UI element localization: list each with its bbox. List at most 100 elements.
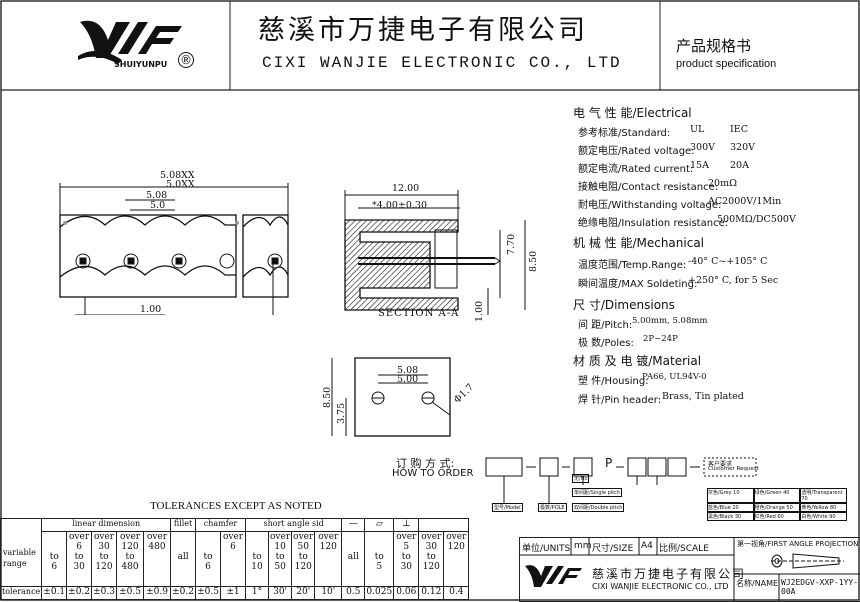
- spec-contact-label: 接触电阻/Contact resistance:: [578, 182, 719, 193]
- spec-insulation-label: 绝缘电阻/Insulation resistance:: [578, 218, 729, 229]
- tb-name-label: 名称/NAME: [736, 579, 779, 588]
- spec-solder-label: 瞬间温度/MAX Soldeting:: [578, 279, 698, 290]
- spec-mechanical-heading: 机 械 性 能/Mechanical: [573, 236, 705, 250]
- tol-val-1: ±0.2: [66, 586, 93, 600]
- pcb-dim-850: 8.50: [322, 386, 333, 408]
- tol-group-chamfer: chamfer: [195, 518, 247, 532]
- dim-height-100: 1.00: [474, 300, 485, 322]
- tol-val-15: 0.12: [418, 586, 445, 600]
- tol-val-2: ±0.3: [91, 586, 118, 600]
- tol-sym-straight: —: [341, 518, 366, 532]
- spec-insulation-value: 500MΩ/DC500V: [717, 214, 796, 225]
- title-block-lines: [519, 537, 860, 601]
- tol-col-12: all: [341, 531, 366, 587]
- tol-row-label-range: range: [3, 559, 27, 568]
- pcb-dim-500: 5.00: [397, 374, 419, 385]
- tol-val-14: 0.06: [393, 586, 420, 600]
- dim-pin-length: *4.00±0.30: [372, 200, 428, 211]
- dim-total-xx: 5.08XX: [160, 170, 195, 181]
- spec-current-iec: 20A: [730, 160, 749, 171]
- section-aa-drawing: [344, 190, 526, 315]
- spec-pin-label: 焊 针/Pin header:: [578, 395, 662, 406]
- tb-size-label: 尺寸/SIZE: [592, 544, 634, 554]
- spec-voltage-iec: 320V: [730, 142, 755, 153]
- spec-housing-label: 塑 件/Housing:: [578, 376, 649, 387]
- spec-standard-label: 参考标准/Standard:: [578, 128, 671, 139]
- pcb-dim-508: 5.08: [397, 365, 419, 376]
- spec-temp-label: 温度范围/Temp.Range:: [578, 260, 687, 271]
- dim-section-length: 12.00: [392, 183, 420, 194]
- tol-val-16: 0.4: [443, 586, 470, 600]
- dim-bottom-100: 1.00: [140, 304, 162, 315]
- order-tag-double: 双间距/Double pitch: [572, 503, 625, 512]
- doc-title-en: product specification: [676, 58, 777, 70]
- section-label: SECTION A-A: [378, 308, 460, 319]
- order-tag-pole: 极数/POLE: [538, 503, 567, 512]
- order-tag-no: 无/No: [572, 474, 590, 483]
- company-name-cn: 慈溪市万捷电子有限公司: [258, 15, 588, 46]
- color-blue: 蓝色/Blue 20: [707, 503, 754, 512]
- tb-unit-label: 单位/UNITS: [522, 544, 571, 554]
- color-red: 红色/Red 60: [753, 512, 801, 521]
- titleblock-logo: [525, 565, 582, 587]
- tolerance-title: TOLERANCES EXCEPT AS NOTED: [150, 500, 322, 512]
- order-customer-en: Customer Request: [708, 466, 759, 472]
- spec-withstand-value: AC2000V/1Min: [708, 196, 782, 207]
- tol-row-label-variable: variable: [3, 548, 36, 557]
- tol-val-13: 0.025: [364, 586, 395, 600]
- order-tag-single: 单间距/Single pitch: [572, 488, 623, 497]
- tb-scale-label: 比例/SCALE: [659, 544, 709, 554]
- tb-company-cn: 慈溪市万捷电子有限公司: [592, 567, 747, 581]
- tol-val-5: ±0.2: [170, 586, 197, 600]
- tol-val-6: ±0.5: [195, 586, 222, 600]
- tb-unit-value: mm: [574, 541, 592, 551]
- dim-height-770: 7.70: [506, 233, 517, 255]
- order-customer-cn: 客户要求: [708, 461, 733, 468]
- tol-col-5: all: [170, 531, 197, 587]
- color-transparent: 透明/Transparent 70: [800, 488, 847, 503]
- tol-val-4: ±0.9: [143, 586, 172, 600]
- dim-pitch-508: 5.08: [146, 190, 168, 201]
- tol-sym-flat: ▱: [364, 518, 395, 532]
- spec-poles-label: 极 数/Poles:: [578, 338, 634, 349]
- spec-standard-ul: UL: [690, 124, 705, 135]
- front-view-drawing: [59, 183, 289, 315]
- spec-temp-value: -40° C~+105° C: [688, 256, 768, 267]
- tb-company-en: CIXI WANJIE ELECTRONIC CO., LTD: [592, 582, 729, 591]
- spec-contact-value: 20mΩ: [708, 178, 737, 189]
- color-black: 黑色/Black 30: [707, 512, 754, 521]
- spec-housing-value: PA66, UL94V-0: [642, 372, 707, 382]
- color-yellow: 黄色/Yellow 80: [800, 503, 847, 512]
- company-name-en: CIXI WANJIE ELECTRONIC CO., LTD: [262, 54, 622, 72]
- pcb-dim-375: 3.75: [336, 402, 347, 424]
- spec-standard-iec: IEC: [730, 124, 748, 135]
- spec-pitch-value: 5.00mm, 5.08mm: [632, 316, 708, 326]
- color-green: 绿色/Green 40: [753, 488, 801, 503]
- color-grey: 灰色/Grey 10: [707, 488, 754, 503]
- tol-val-8: 1°: [245, 586, 270, 600]
- tol-header-blank: [0, 518, 43, 587]
- tol-sym-blank: [418, 518, 470, 532]
- order-title-cn: 订 购 方 式:: [396, 457, 455, 470]
- tol-val-3: ±0.5: [116, 586, 145, 600]
- tol-val-11: 10': [314, 586, 343, 600]
- tol-group-angle: short angle sid: [245, 518, 343, 532]
- spec-electrical-heading: 电 气 性 能/Electrical: [573, 106, 692, 120]
- spec-current-label: 额定电流/Rated current:: [578, 164, 694, 175]
- order-tag-model: 型号/Model: [492, 503, 523, 512]
